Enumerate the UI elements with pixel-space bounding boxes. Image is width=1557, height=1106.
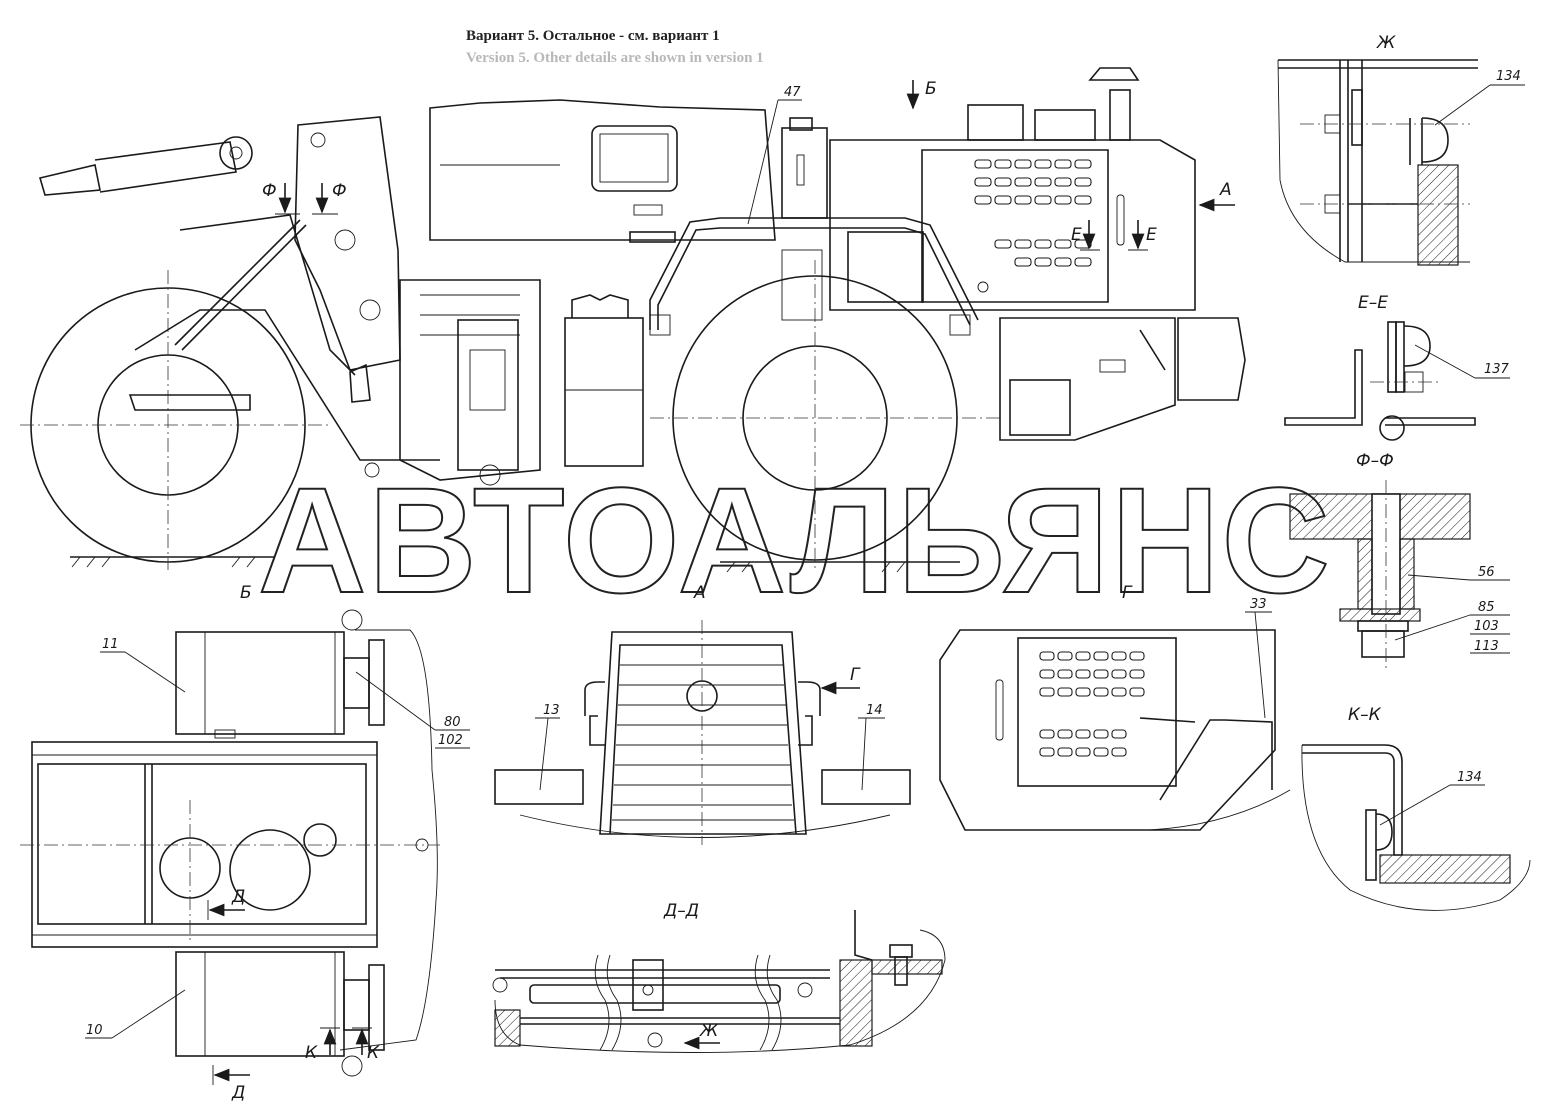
section-mark-d-upper: Д bbox=[231, 887, 245, 907]
section-mark-e-right: Е bbox=[1146, 225, 1157, 245]
section-mark-k-left: К bbox=[305, 1043, 318, 1063]
view-mark-g: Г bbox=[850, 665, 861, 685]
section-mark-d-lower: Д bbox=[231, 1083, 245, 1103]
hood-rear-panel bbox=[939, 629, 1276, 831]
tank-opening-2 bbox=[229, 829, 311, 911]
shaft-d-d bbox=[529, 984, 781, 1004]
callout-137: 137 bbox=[1484, 362, 1510, 377]
lower-box-10 bbox=[175, 951, 345, 1057]
view-mark-b: Б bbox=[925, 79, 937, 99]
upper-box-11 bbox=[175, 631, 345, 735]
section-k-k: К–К 134 bbox=[1301, 705, 1531, 911]
section-mark-k-right: К bbox=[367, 1043, 380, 1063]
callout-56: 56 bbox=[1478, 565, 1495, 580]
callout-13: 13 bbox=[543, 703, 560, 718]
main-frame bbox=[31, 741, 378, 948]
callout-33: 33 bbox=[1250, 597, 1267, 612]
step-14 bbox=[821, 769, 911, 805]
section-mark-f-right: Ф bbox=[332, 181, 347, 201]
callout-102: 102 bbox=[438, 733, 463, 748]
section-d-d: Д–Д Ж bbox=[492, 901, 946, 1053]
step-13 bbox=[494, 769, 584, 805]
frame-link bbox=[134, 309, 440, 461]
hood-louvers bbox=[974, 159, 1092, 267]
loader-arm-plate bbox=[294, 116, 401, 371]
arm-bracket bbox=[349, 363, 371, 403]
handrail bbox=[649, 217, 979, 330]
air-filter-cap bbox=[1088, 67, 1140, 81]
section-f-f-title: Ф–Ф bbox=[1356, 451, 1394, 471]
callout-11: 11 bbox=[102, 637, 119, 652]
detail-zh-title: Ж bbox=[1376, 33, 1396, 53]
callout-134-section-kk: 134 bbox=[1457, 770, 1482, 785]
section-mark-zh: Ж bbox=[699, 1021, 719, 1041]
fuel-tank-tower bbox=[781, 127, 828, 219]
battery-box bbox=[564, 317, 644, 467]
boom-cylinder bbox=[38, 141, 237, 196]
section-d-d-title: Д–Д bbox=[663, 901, 699, 921]
section-mark-e-left: Е bbox=[1071, 225, 1082, 245]
radiator-slats bbox=[612, 664, 794, 821]
callout-14: 14 bbox=[866, 703, 883, 718]
view-b-plan: Б bbox=[20, 583, 470, 1103]
cabin-window bbox=[591, 125, 678, 192]
callout-10: 10 bbox=[86, 1023, 103, 1038]
watermark-text: АВТОАЛЬЯНС bbox=[258, 456, 1332, 624]
engine-hood bbox=[829, 139, 1196, 311]
hood-side-panel bbox=[921, 149, 1109, 303]
link-rod bbox=[179, 214, 356, 376]
radiator-grille-frame bbox=[599, 631, 807, 835]
view-g-side: Г bbox=[939, 583, 1291, 831]
view-mark-a: А bbox=[1219, 180, 1232, 200]
view-a-rear: А Г 13 14 bbox=[494, 583, 911, 845]
section-k-k-title: К–К bbox=[1348, 705, 1382, 725]
cabin bbox=[429, 99, 776, 241]
view-g-louvers bbox=[1039, 651, 1145, 757]
ground-hatch-right bbox=[726, 561, 906, 573]
callout-134-detail-zh: 134 bbox=[1496, 69, 1521, 84]
hood-louver-panel bbox=[1017, 637, 1177, 787]
callout-113: 113 bbox=[1474, 639, 1499, 654]
section-e-e-title: Е–Е bbox=[1358, 293, 1388, 313]
callout-85: 85 bbox=[1478, 600, 1495, 615]
side-view-machine bbox=[20, 67, 1246, 573]
title-english: Version 5. Other details are shown in ve… bbox=[466, 50, 764, 66]
title-russian: Вариант 5. Остальное - см. вариант 1 bbox=[466, 28, 720, 44]
view-b-title: Б bbox=[240, 583, 252, 603]
section-f-f: Ф–Ф 56 85 103 113 bbox=[1289, 451, 1510, 670]
callout-103: 103 bbox=[1474, 619, 1499, 634]
detail-zh: Ж 134 bbox=[1277, 33, 1525, 266]
ground-hatch-left bbox=[71, 556, 256, 568]
section-e-e: Е–Е 137 bbox=[1284, 293, 1510, 441]
view-g-title: Г bbox=[1122, 583, 1133, 603]
section-mark-f-left: Ф bbox=[262, 181, 277, 201]
callout-80: 80 bbox=[444, 715, 461, 730]
counterweight bbox=[999, 317, 1176, 441]
view-a-title: А bbox=[693, 583, 706, 603]
callout-47: 47 bbox=[784, 85, 801, 100]
chassis-middle bbox=[399, 279, 541, 481]
